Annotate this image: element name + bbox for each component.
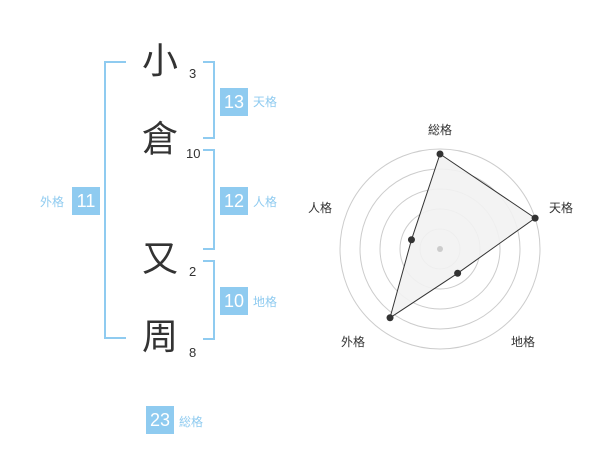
radar-point	[436, 150, 444, 158]
outer-bracket	[104, 61, 126, 339]
radar-point	[407, 236, 415, 244]
ten-kaku-value: 13	[220, 88, 248, 116]
chi-bracket	[203, 260, 215, 340]
radar-point	[454, 269, 462, 277]
jin-kaku-value: 12	[220, 187, 248, 215]
stroke-count-2: 10	[186, 146, 201, 161]
chi-kaku-label: 地格	[253, 295, 278, 309]
radar-point	[531, 214, 539, 222]
name-char-2: 倉	[142, 119, 179, 160]
radar-center	[437, 246, 443, 252]
sou-kaku-value: 23	[146, 406, 174, 434]
stroke-count-3: 2	[189, 264, 197, 279]
gai-kaku-label: 外格	[40, 195, 65, 209]
name-char-1: 小	[142, 41, 179, 82]
ten-kaku-label: 天格	[253, 95, 278, 109]
name-char-3: 又	[142, 239, 179, 280]
radar-label-jin: 人格	[308, 200, 332, 215]
radar-label-gai: 外格	[341, 334, 365, 349]
ten-bracket	[203, 61, 215, 139]
jin-bracket	[203, 149, 215, 250]
radar-point	[386, 314, 394, 322]
stroke-count-1: 3	[189, 66, 197, 81]
radar-label-chi: 地格	[511, 334, 535, 349]
radar-polygon	[389, 153, 536, 319]
radar-label-ten: 天格	[549, 200, 573, 215]
chi-kaku-value: 10	[220, 287, 248, 315]
radar-ring	[339, 148, 541, 350]
jin-kaku-label: 人格	[253, 195, 278, 209]
stroke-count-4: 8	[189, 345, 197, 360]
sou-kaku-label: 総格	[179, 415, 204, 429]
name-char-4: 周	[142, 317, 179, 358]
gai-kaku-value: 11	[72, 187, 100, 215]
radar-label-sou: 総格	[428, 122, 452, 137]
